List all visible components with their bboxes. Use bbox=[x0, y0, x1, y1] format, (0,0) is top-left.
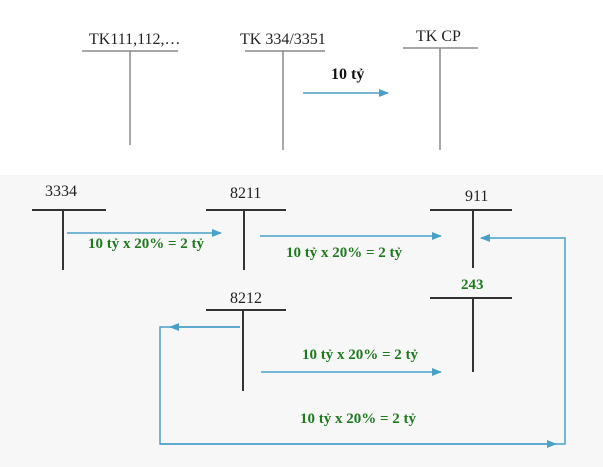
flow-label: 10 tỷ x 20% = 2 tỷ bbox=[88, 236, 205, 252]
bottom-panel bbox=[0, 175, 603, 467]
t-account-label: TK111,112,… bbox=[89, 31, 181, 48]
t-account-tk111: TK111,112,… bbox=[82, 31, 181, 145]
t-account-911: 911 bbox=[430, 188, 512, 268]
t-account-label: 243 bbox=[461, 277, 484, 293]
t-account-label: TK CP bbox=[416, 28, 461, 45]
top-amount-label: 10 tỷ bbox=[331, 66, 364, 83]
flow-label: 10 tỷ x 20% = 2 tỷ bbox=[300, 411, 417, 427]
t-account-3334: 3334 bbox=[32, 183, 106, 270]
flow-label: 10 tỷ x 20% = 2 tỷ bbox=[302, 347, 419, 363]
t-account-243: 243 bbox=[430, 277, 512, 372]
t-account-label: 911 bbox=[465, 188, 488, 205]
flow-label: 10 tỷ x 20% = 2 tỷ bbox=[286, 245, 403, 261]
t-account-label: 8212 bbox=[230, 290, 262, 307]
t-account-label: TK 334/3351 bbox=[240, 31, 326, 48]
t-account-label: 3334 bbox=[45, 183, 77, 200]
t-account-label: 8211 bbox=[230, 185, 261, 202]
t-account-8212: 8212 bbox=[206, 290, 286, 391]
t-account-tkcp: TK CP bbox=[403, 28, 478, 150]
t-account-8211: 8211 bbox=[206, 185, 286, 270]
t-account-tk334: TK 334/3351 bbox=[240, 31, 326, 150]
